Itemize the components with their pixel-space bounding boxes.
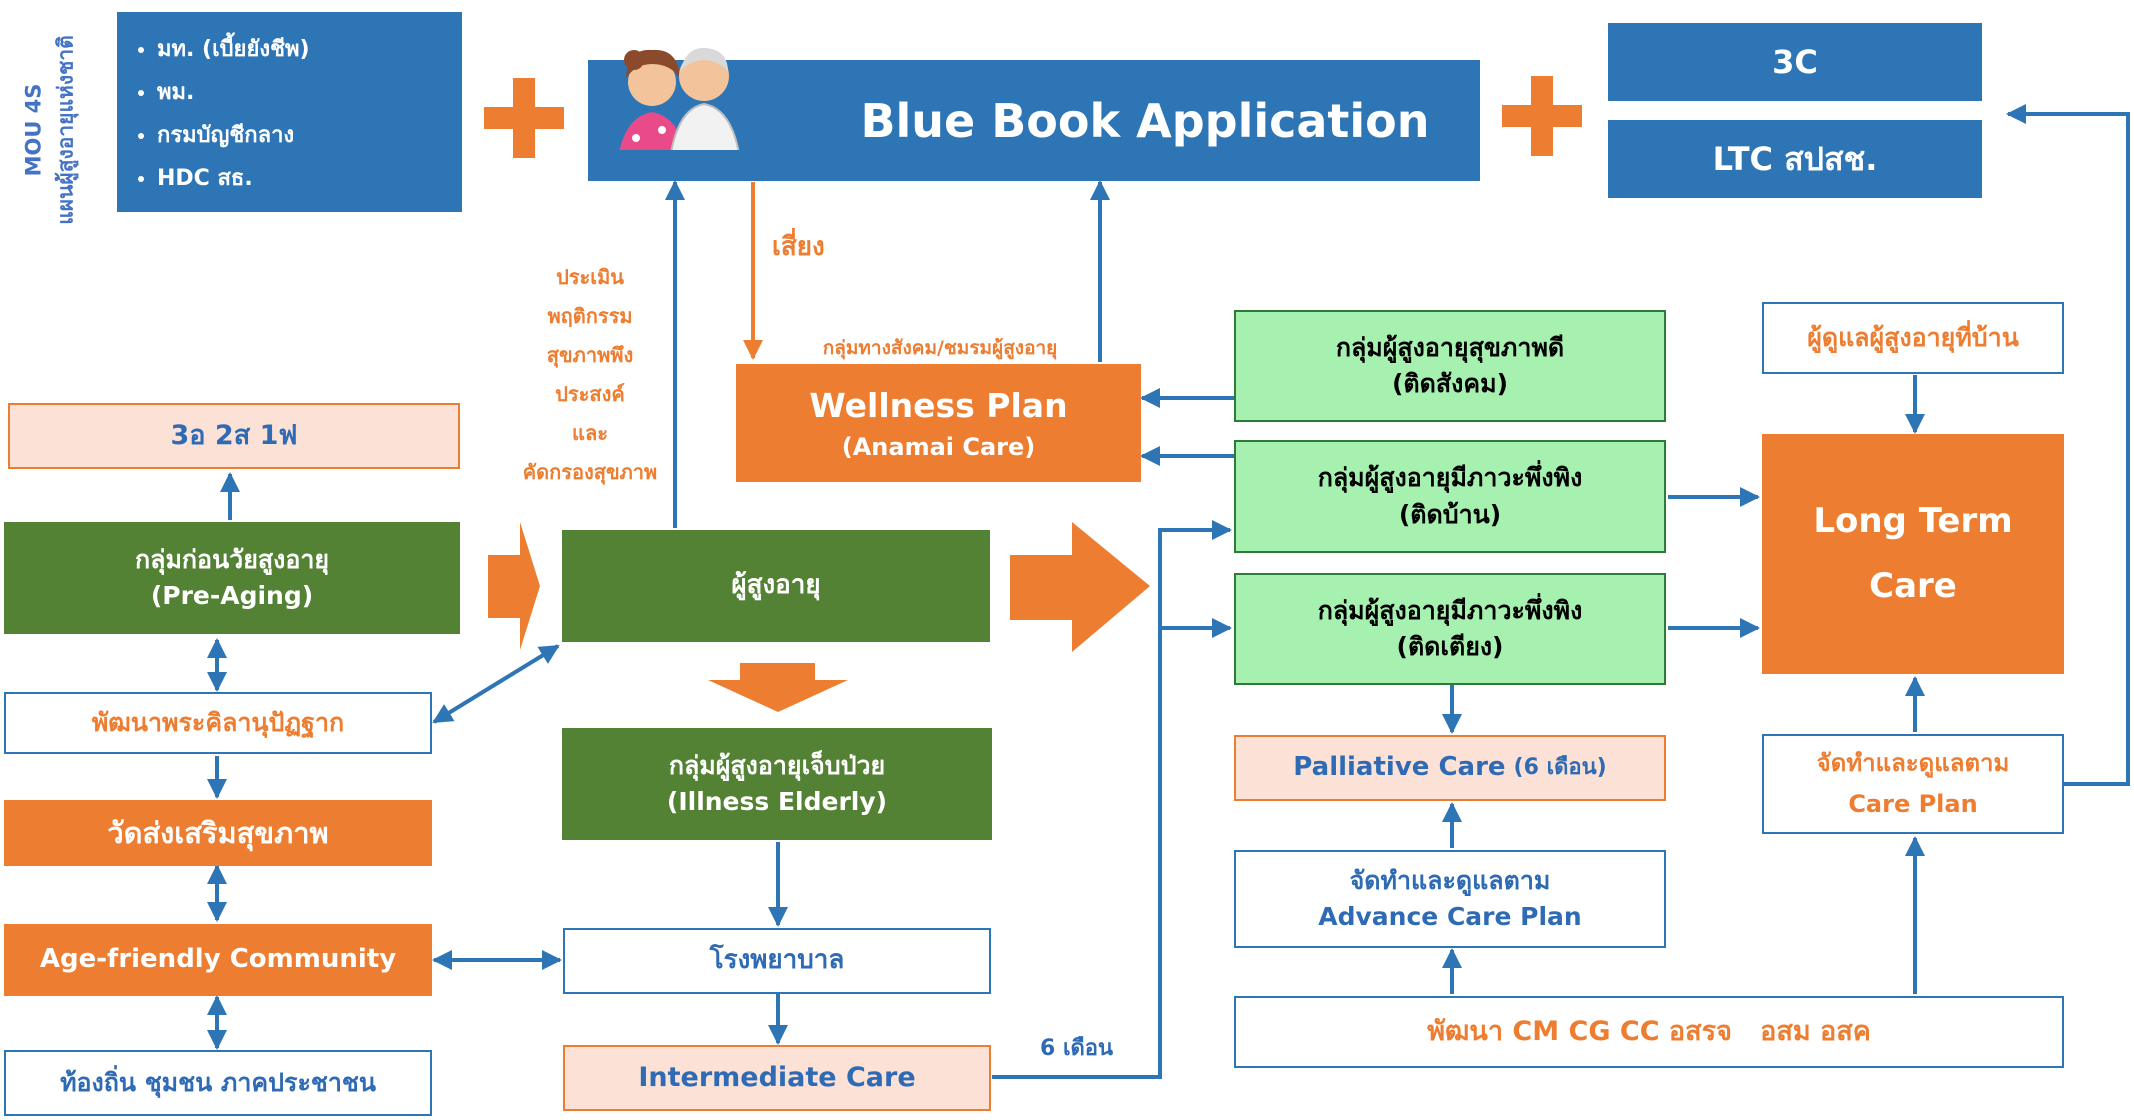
- box-care-plan: จัดทำและดูแลตาม Care Plan: [1762, 734, 2064, 834]
- assess-line-6: คัดกรองสุขภาพ: [522, 460, 658, 484]
- advance-line2: Advance Care Plan: [1318, 902, 1582, 931]
- box-develop-monk: พัฒนาพระคิลานุปัฏฐาก: [4, 692, 432, 754]
- blue-book-app-box: Blue Book Application: [588, 47, 1480, 181]
- dep-home-line2: (ติดบ้าน): [1398, 499, 1502, 529]
- mou-item-social: พม.: [157, 71, 462, 114]
- box-3c: 3C: [1608, 23, 1982, 101]
- block-arrow-elderly-to-groups: [1010, 522, 1150, 652]
- dep-bed-line2: (ติดเตียง): [1396, 632, 1504, 661]
- box-long-term-care: Long Term Care: [1762, 434, 2064, 674]
- box-health-temple: วัดส่งเสริมสุขภาพ: [4, 800, 432, 866]
- dep-home-line1: กลุ่มผู้สูงอายุมีภาวะพึ่งพิง: [1317, 463, 1583, 493]
- box-develop-cm: พัฒนา CM CG CC อสรจ อสม อสค: [1234, 996, 2064, 1068]
- box-wellness-plan: Wellness Plan (Anamai Care): [736, 364, 1141, 482]
- box-age-friendly: Age-friendly Community: [4, 924, 432, 996]
- mou-item-hdc: HDC สธ.: [157, 157, 462, 200]
- box-dependent-home: กลุ่มผู้สูงอายุมีภาวะพึ่งพิง (ติดบ้าน): [1234, 440, 1666, 553]
- illness-en: (Illness Elderly): [666, 787, 888, 816]
- arrow-monk-elderly: [432, 644, 560, 724]
- elderly-couple-icon: [619, 47, 740, 150]
- assess-line-2: พฤติกรรม: [547, 304, 633, 328]
- mou-side-line2: แผนผู้สูงอายุแห่งชาติ: [53, 35, 77, 225]
- box-advance-care-plan: จัดทำและดูแลตาม Advance Care Plan: [1234, 850, 1666, 948]
- box-intermediate-care: Intermediate Care: [563, 1045, 991, 1111]
- arrow-intermediate-to-dependency: [992, 520, 1232, 1079]
- mou-item-interior: มท. (เบี้ยยังชีพ): [157, 28, 462, 71]
- wellness-sub: (Anamai Care): [841, 432, 1036, 461]
- box-caregiver-home: ผู้ดูแลผู้สูงอายุที่บ้าน: [1762, 302, 2064, 374]
- ltc-line1: Long Term: [1813, 501, 2013, 542]
- block-arrow-elderly-to-illness: [708, 663, 848, 712]
- pre-aging-th: กลุ่มก่อนวัยสูงอายุ: [134, 544, 330, 574]
- ltc-line2: Care: [1869, 566, 1957, 606]
- social-club-label: กลุ่มทางสังคม/ชมรมผู้สูงอายุ: [822, 337, 1058, 359]
- palliative-suffix: (6 เดือน): [1513, 755, 1607, 781]
- box-hospital: โรงพยาบาล: [563, 928, 991, 994]
- mou-side-line1: MOU 4S: [21, 83, 46, 177]
- assess-label: ประเมิน พฤติกรรม สุขภาพพึง ประสงค์ และ ค…: [500, 258, 680, 492]
- advance-line1: จัดทำและดูแลตาม: [1349, 865, 1551, 895]
- assess-line-1: ประเมิน: [556, 265, 624, 289]
- healthy-line1: กลุ่มผู้สูงอายุสุขภาพดี: [1335, 332, 1565, 362]
- illness-th: กลุ่มผู้สูงอายุเจ็บป่วย: [668, 750, 886, 780]
- box-pre-aging: กลุ่มก่อนวัยสูงอายุ (Pre-Aging): [4, 522, 460, 634]
- careplan-line2: Care Plan: [1848, 790, 1978, 818]
- plus-icon-left: [484, 78, 564, 158]
- careplan-line1: จัดทำและดูแลตาม: [1816, 749, 2010, 778]
- box-3o-2s-1f: 3อ 2ส 1ฟ: [8, 403, 460, 469]
- blue-book-app-title: Blue Book Application: [860, 93, 1430, 148]
- palliative-label: Palliative Care: [1293, 752, 1506, 783]
- assess-line-3: สุขภาพพึง: [546, 343, 634, 367]
- dep-bed-line1: กลุ่มผู้สูงอายุมีภาวะพึ่งพิง: [1317, 595, 1583, 625]
- mou-item-comptroller: กรมบัญชีกลาง: [157, 114, 462, 157]
- healthy-line2: (ติดสังคม): [1392, 369, 1508, 398]
- box-healthy-elderly: กลุ่มผู้สูงอายุสุขภาพดี (ติดสังคม): [1234, 310, 1666, 422]
- mou-side-label: MOU 4S แผนผู้สูงอายุแห่งชาติ: [0, 0, 100, 260]
- mou-list-box: มท. (เบี้ยยังชีพ) พม. กรมบัญชีกลาง HDC ส…: [117, 12, 462, 212]
- box-dependent-bed: กลุ่มผู้สูงอายุมีภาวะพึ่งพิง (ติดเตียง): [1234, 573, 1666, 685]
- risk-label: เสี่ยง: [772, 232, 825, 262]
- box-local-community: ท้องถิ่น ชุมชน ภาคประชาชน: [4, 1050, 432, 1116]
- wellness-title: Wellness Plan: [809, 385, 1068, 425]
- assess-line-4: ประสงค์: [555, 382, 625, 406]
- six-months-label: 6 เดือน: [1040, 1036, 1114, 1061]
- arrow-careplan-to-ltc-nhso: [2006, 104, 2130, 786]
- plus-icon-right: [1502, 76, 1582, 156]
- block-arrow-preaging-to-elderly: [488, 522, 540, 650]
- box-illness-elderly: กลุ่มผู้สูงอายุเจ็บป่วย (Illness Elderly…: [562, 728, 992, 840]
- pre-aging-en: (Pre-Aging): [150, 581, 314, 610]
- box-ltc-nhso: LTC สปสช.: [1608, 120, 1982, 198]
- box-palliative: Palliative Care (6 เดือน): [1234, 735, 1666, 801]
- assess-line-5: และ: [572, 421, 608, 445]
- box-elderly: ผู้สูงอายุ: [562, 530, 990, 642]
